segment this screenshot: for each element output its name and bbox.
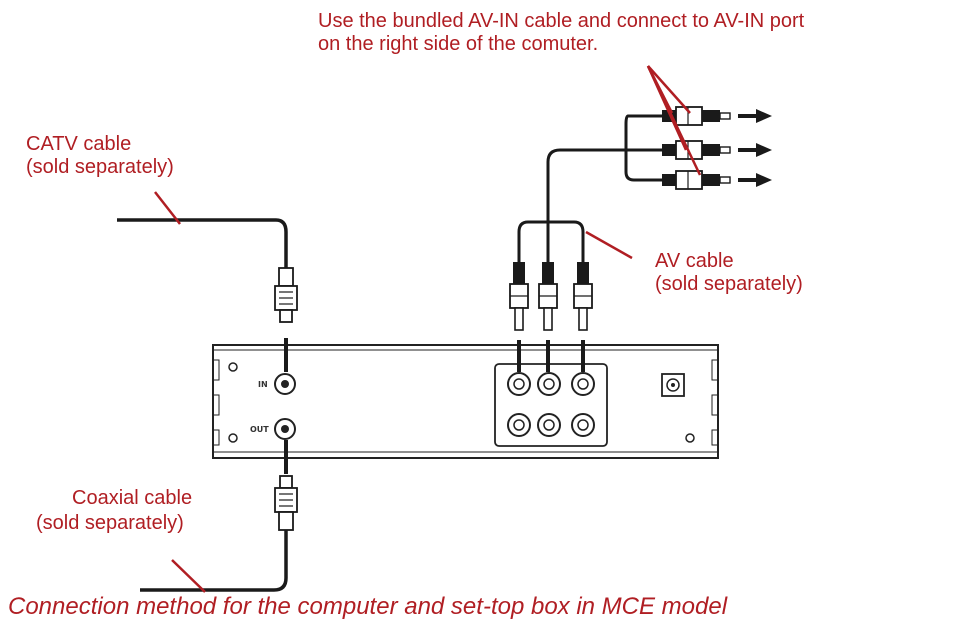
coaxial-cable-sublabel: (sold separately) bbox=[36, 512, 184, 534]
av-jack-top-3 bbox=[571, 372, 595, 396]
catv-cable-label: CATV cable bbox=[26, 133, 132, 155]
leader-av-in-2 bbox=[647, 65, 691, 114]
arrow-right-icon-2 bbox=[738, 143, 772, 157]
av-jack-top-2 bbox=[537, 372, 561, 396]
leader-av-in-4 bbox=[646, 65, 702, 176]
av-cable bbox=[509, 106, 772, 372]
av-in-instruction-line1: Use the bundled AV-IN cable and connect … bbox=[318, 10, 805, 32]
catv-cable-sublabel: (sold separately) bbox=[26, 156, 174, 178]
diagram-caption: Connection method for the computer and s… bbox=[8, 593, 728, 620]
screw-bottom-right bbox=[685, 433, 695, 443]
screw-bottom-left bbox=[228, 433, 238, 443]
power-connector bbox=[661, 373, 685, 397]
rca-plug-middle bbox=[538, 262, 558, 331]
rca-plug-right bbox=[573, 262, 593, 331]
av-jack-bottom-1 bbox=[507, 413, 531, 437]
out-port: OUT bbox=[250, 418, 296, 440]
in-port: IN bbox=[258, 373, 296, 395]
av-cable-sublabel: (sold separately) bbox=[655, 273, 803, 295]
av-jack-top-1 bbox=[507, 372, 531, 396]
rca-plug-upper-3 bbox=[662, 170, 731, 190]
av-jack-bottom-3 bbox=[571, 413, 595, 437]
av-jack-bottom-2 bbox=[537, 413, 561, 437]
leader-av-cable bbox=[585, 230, 633, 260]
arrow-right-icon-1 bbox=[738, 109, 772, 123]
out-port-label: OUT bbox=[250, 425, 269, 434]
coaxial-cable bbox=[140, 440, 298, 592]
leader-catv bbox=[154, 191, 181, 225]
rca-plug-upper-1 bbox=[662, 106, 731, 126]
av-cable-label: AV cable bbox=[655, 250, 734, 272]
av-jack-group bbox=[494, 363, 608, 447]
rca-plug-left bbox=[509, 262, 529, 331]
av-in-instruction-line2: on the right side of the comuter. bbox=[318, 33, 599, 55]
leader-lines bbox=[154, 65, 702, 593]
catv-cable bbox=[117, 218, 298, 372]
rca-plug-upper-2 bbox=[662, 140, 731, 160]
leader-coax bbox=[171, 559, 206, 593]
screw-top-left bbox=[228, 362, 238, 372]
set-top-box-panel bbox=[212, 344, 719, 459]
catv-connector bbox=[274, 267, 298, 323]
coax-connector bbox=[274, 475, 298, 531]
arrow-right-icon-3 bbox=[738, 173, 772, 187]
coaxial-cable-label: Coaxial cable bbox=[72, 487, 193, 509]
in-port-label: IN bbox=[258, 380, 268, 389]
